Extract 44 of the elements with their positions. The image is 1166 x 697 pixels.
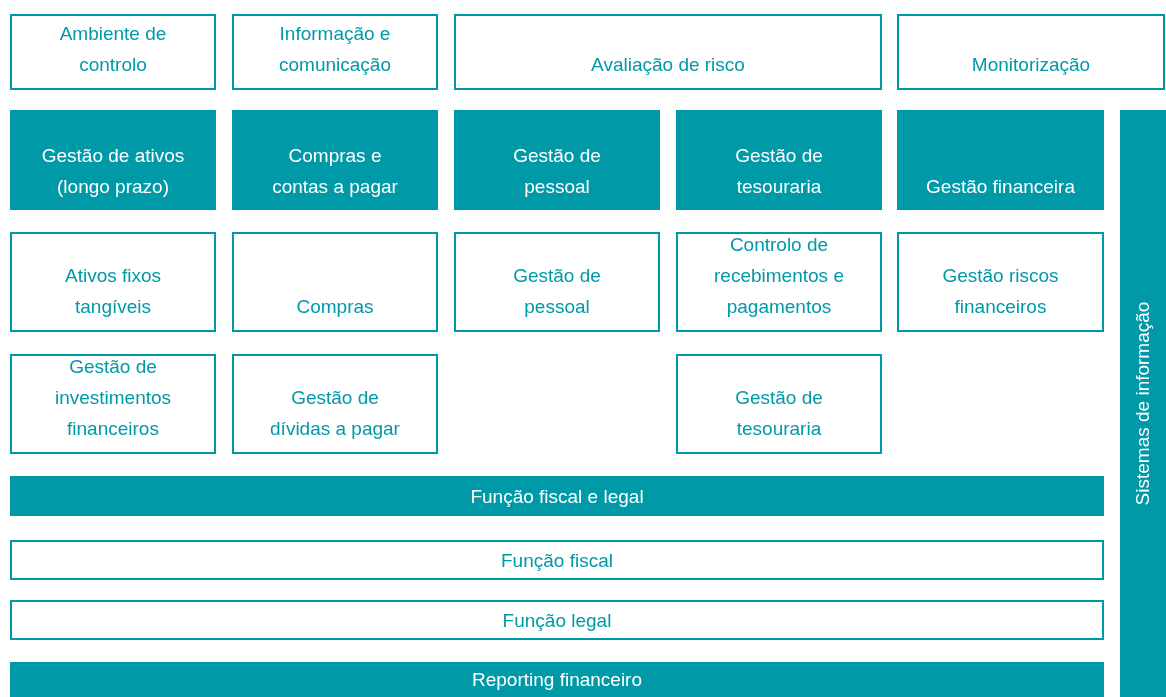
outlined-box [232, 14, 438, 90]
filled-box [232, 110, 438, 210]
outlined-box [676, 354, 882, 454]
box-label: Controlo de recebimentos e pagamentos [713, 233, 845, 319]
outlined-box [232, 232, 438, 332]
box-label: Compras [296, 295, 374, 319]
outlined-box [454, 232, 660, 332]
horizontal-bar [10, 600, 1104, 640]
horizontal-bar [10, 662, 1104, 697]
box-label: Função fiscal [501, 548, 613, 573]
box-label: Gestão de ativos (longo prazo) [40, 144, 186, 199]
box-label: Gestão de pessoal [512, 264, 602, 319]
box-label: Gestão de pessoal [512, 144, 602, 199]
filled-box [676, 110, 882, 210]
box-label: Gestão de tesouraria [734, 144, 824, 199]
horizontal-bar [10, 476, 1104, 516]
outlined-box [676, 232, 882, 332]
box-label: Função fiscal e legal [470, 484, 644, 509]
box-label: Gestão riscos financeiros [941, 264, 1060, 319]
box-label: Gestão financeira [926, 175, 1075, 199]
box-label: Ambiente de controlo [58, 22, 168, 77]
outlined-box [10, 232, 216, 332]
outlined-box [232, 354, 438, 454]
filled-box [454, 110, 660, 210]
filled-box [10, 110, 216, 210]
box-label: Função legal [502, 608, 612, 633]
filled-box [897, 110, 1104, 210]
box-label: Reporting financeiro [471, 668, 642, 692]
box-label: Compras e contas a pagar [271, 144, 399, 199]
box-label: Monitorização [971, 53, 1091, 77]
box-label: Ativos fixos tangíveis [63, 264, 163, 319]
box-label: Sistemas de informação [1131, 301, 1155, 506]
horizontal-bar [10, 540, 1104, 580]
box-label: Gestão de tesouraria [734, 386, 824, 441]
box-label: Avaliação de risco [591, 53, 745, 77]
outlined-box [454, 14, 882, 90]
outlined-box [10, 354, 216, 454]
outlined-box [897, 232, 1104, 332]
vertical-bar [1120, 110, 1166, 697]
box-label: Informação e comunicação [278, 22, 392, 77]
box-label: Gestão de investimentos financeiros [53, 355, 173, 441]
outlined-box [897, 14, 1165, 90]
box-label: Gestão de dívidas a pagar [269, 386, 401, 441]
outlined-box [10, 14, 216, 90]
